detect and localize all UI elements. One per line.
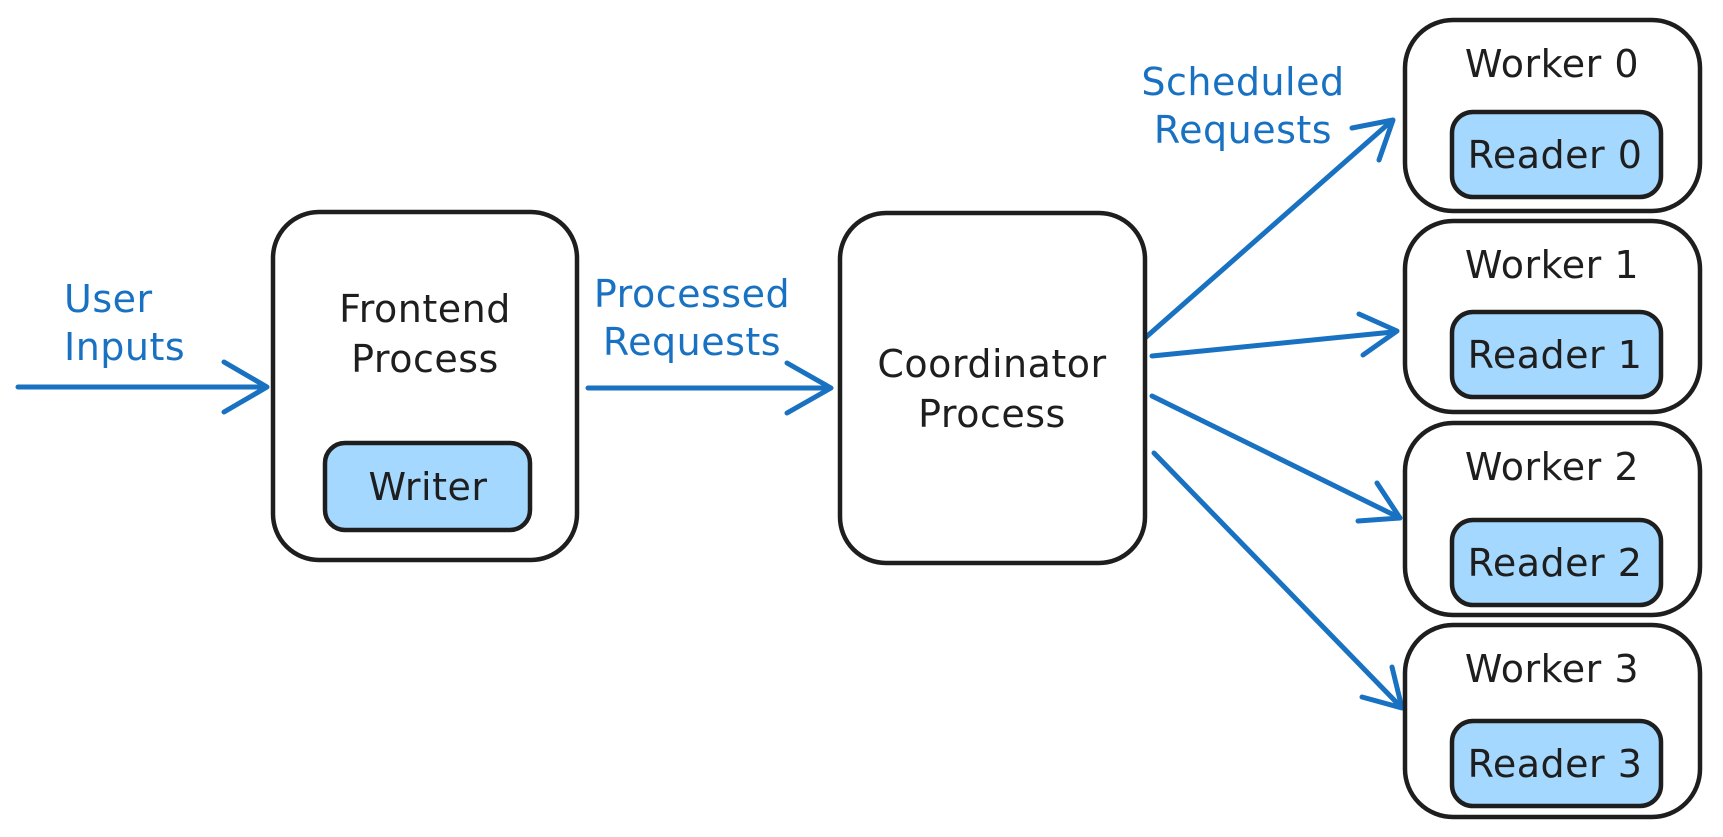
frontend-process-title-line2: Process [351,337,499,381]
scheduled-arrow-worker-0 [1142,117,1396,341]
user-inputs-arrow [15,359,270,415]
reader-2-label: Reader 2 [1468,541,1643,585]
reader-0-label: Reader 0 [1468,133,1643,177]
coordinator-process-title-line2: Process [918,392,1066,436]
scheduled-arrow-worker-3 [1151,450,1405,711]
processed-requests-label-line1: Processed [594,272,790,316]
reader-0-box [1449,109,1664,200]
reader-3-box [1449,718,1664,809]
worker-2-label: Worker 2 [1465,445,1639,489]
arrow-shaft [1149,329,1396,359]
coordinator-process-title-line1: Coordinator [877,342,1106,386]
processed-requests-label-line2: Requests [603,320,781,364]
scheduled-arrow-worker-1 [1149,311,1400,359]
arrow-shaft [1151,450,1401,707]
worker-2-node: Worker 2 Reader 2 [1402,420,1703,618]
arrowhead-icon [1355,480,1403,524]
arrow-shaft [1142,122,1390,341]
scheduled-requests-label: Scheduled Requests [1141,60,1344,152]
scheduled-requests-label-line1: Scheduled [1141,60,1344,104]
user-inputs-label: User Inputs [64,277,185,369]
arrowhead-icon [1349,117,1396,163]
frontend-process-title-line1: Frontend [339,287,511,331]
processed-requests-arrow [585,360,834,416]
worker-1-label: Worker 1 [1465,243,1639,287]
reader-1-box [1449,309,1664,400]
worker-3-node: Worker 3 Reader 3 [1402,622,1703,820]
coordinator-process-node: Coordinator Process [837,210,1148,566]
arrowhead-icon [1356,311,1400,358]
arrowhead-icon [784,360,834,416]
processed-requests-label: Processed Requests [594,272,790,364]
worker-0-node: Worker 0 Reader 0 [1402,17,1703,214]
writer-label: Writer [369,465,488,509]
arrow-shaft [1149,393,1399,519]
user-inputs-label-line1: User [64,277,153,321]
arrowhead-icon [1359,664,1405,711]
arrowhead-icon [221,359,270,415]
reader-2-box [1449,517,1664,608]
scheduled-arrow-worker-2 [1149,393,1403,524]
scheduled-requests-label-line2: Requests [1154,108,1332,152]
worker-3-label: Worker 3 [1465,647,1639,691]
writer-box [322,440,533,533]
reader-3-label: Reader 3 [1468,742,1643,786]
worker-1-node: Worker 1 Reader 1 [1402,218,1703,415]
coordinator-process-box [837,210,1148,566]
reader-1-label: Reader 1 [1468,333,1643,377]
worker-0-label: Worker 0 [1465,42,1639,86]
frontend-process-node: Frontend Process Writer [270,209,580,563]
user-inputs-label-line2: Inputs [64,325,185,369]
